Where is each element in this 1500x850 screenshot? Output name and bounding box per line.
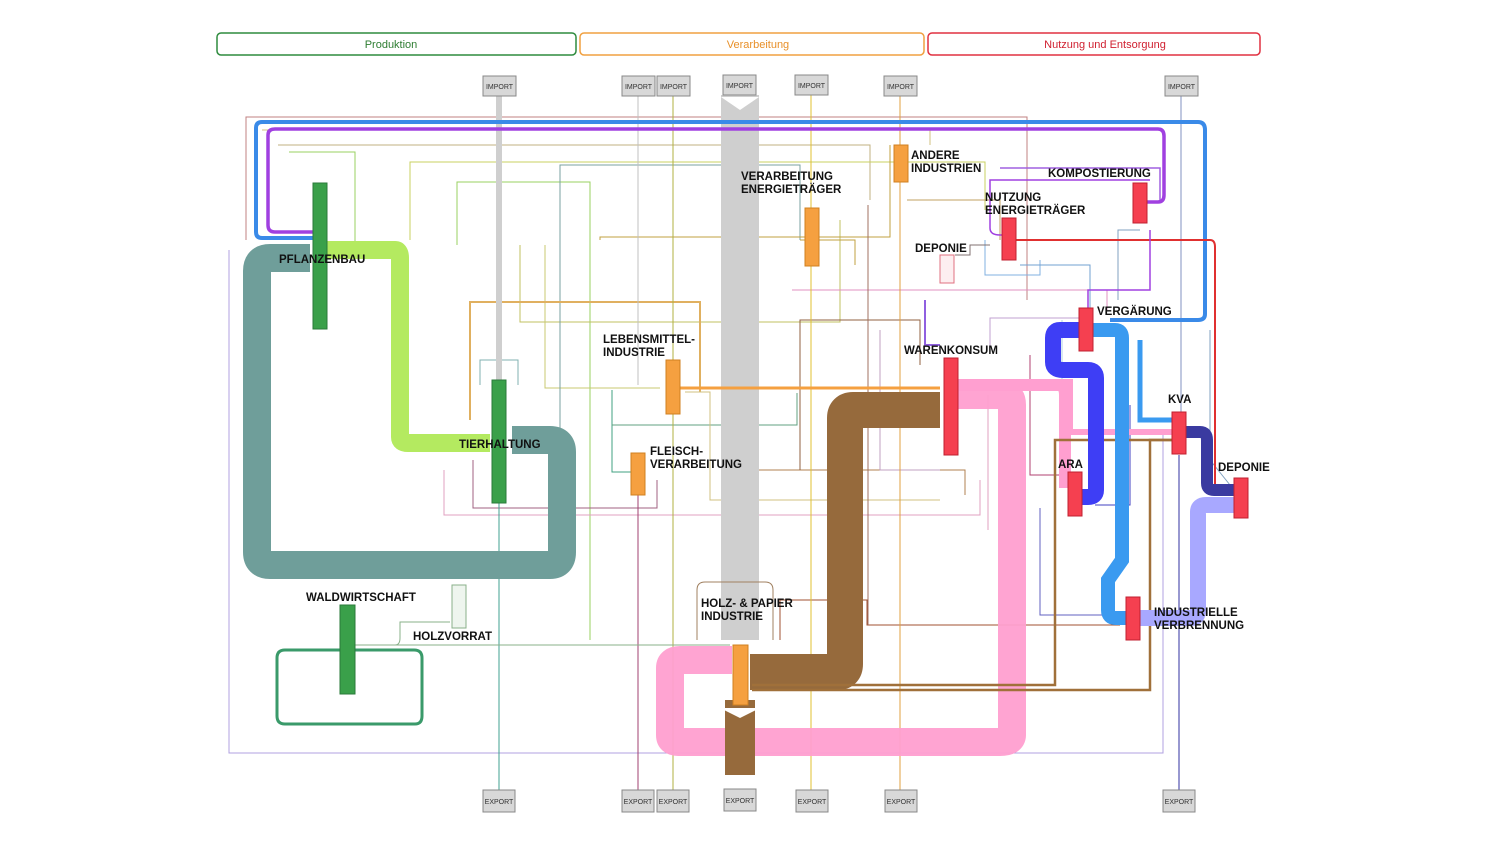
- section-header-usage: Nutzung und Entsorgung: [927, 32, 1261, 56]
- node-bar-warenkonsum[interactable]: [943, 357, 959, 456]
- export-label: EXPORT: [726, 798, 755, 805]
- flow-pink-loop: [656, 381, 1026, 756]
- node-label-ara: ARA: [1058, 459, 1083, 471]
- node-label-holz-papier-1: HOLZ- & PAPIER: [701, 598, 793, 610]
- export-box-5[interactable]: EXPORT: [795, 789, 829, 813]
- node-label-fleisch-2: VERARBEITUNG: [650, 459, 742, 471]
- flow-blue-vergaerung: [1045, 322, 1104, 505]
- export-label: EXPORT: [485, 799, 514, 806]
- flow-forest-loop: [275, 648, 424, 726]
- flow-purple-outer: [266, 127, 1166, 234]
- node-label-nutzung-et-1: NUTZUNG: [985, 192, 1041, 204]
- node-bar-deponie-top[interactable]: [939, 254, 955, 284]
- node-label-kompostierung: KOMPOSTIERUNG: [1048, 168, 1151, 180]
- node-bar-pflanzenbau[interactable]: [312, 182, 328, 330]
- flow-lightblue-kva: [1137, 340, 1175, 423]
- import-label: IMPORT: [660, 84, 688, 91]
- section-label-processing: Verarbeitung: [727, 39, 789, 51]
- node-label-holzvorrat: HOLZVORRAT: [413, 631, 492, 643]
- node-bar-fleisch[interactable]: [630, 452, 646, 496]
- flow-green-feed: [320, 241, 490, 452]
- node-bar-tierhaltung[interactable]: [491, 379, 507, 504]
- export-box-2[interactable]: EXPORT: [621, 789, 655, 813]
- import-label: IMPORT: [486, 84, 514, 91]
- export-arrow-notch: [720, 708, 760, 718]
- node-bar-ind-verbrennung[interactable]: [1125, 596, 1141, 641]
- node-label-andere-2: INDUSTRIEN: [911, 163, 981, 175]
- export-box-6[interactable]: EXPORT: [884, 789, 918, 813]
- flow-lightblue-ind: [1090, 323, 1129, 625]
- export-label: EXPORT: [659, 799, 688, 806]
- node-label-verarbeitung-et-1: VERARBEITUNG: [741, 171, 833, 183]
- import-box-5[interactable]: IMPORT: [794, 74, 829, 96]
- section-label-production: Produktion: [365, 39, 418, 51]
- node-label-ind-verbr-1: INDUSTRIELLE: [1154, 607, 1238, 619]
- export-label: EXPORT: [624, 799, 653, 806]
- import-label: IMPORT: [726, 83, 754, 90]
- section-label-usage: Nutzung und Entsorgung: [1044, 39, 1166, 51]
- import-arrow-notch: [721, 97, 759, 110]
- node-label-kva: KVA: [1168, 394, 1191, 406]
- import-box-7[interactable]: IMPORT: [1164, 75, 1199, 97]
- export-box-3[interactable]: EXPORT: [656, 789, 690, 813]
- flow-wood-box: [696, 581, 774, 640]
- node-bar-ara[interactable]: [1067, 471, 1083, 517]
- flow-purple-energy: [989, 179, 1150, 236]
- import-box-2[interactable]: IMPORT: [621, 75, 656, 97]
- export-label: EXPORT: [1165, 799, 1194, 806]
- node-label-lebensmittel-1: LEBENSMITTEL-: [603, 334, 695, 346]
- section-header-production: Produktion: [216, 32, 577, 56]
- import-label: IMPORT: [1168, 84, 1196, 91]
- node-label-deponie-top: DEPONIE: [915, 243, 967, 255]
- import-box-6[interactable]: IMPORT: [883, 75, 918, 97]
- import-box-1[interactable]: IMPORT: [482, 75, 517, 97]
- node-bar-deponie-right[interactable]: [1233, 477, 1249, 519]
- flow-blue-outer: [254, 120, 1207, 322]
- node-bar-kva[interactable]: [1171, 411, 1187, 455]
- export-box-4[interactable]: EXPORT: [723, 788, 757, 812]
- node-label-lebensmittel-2: INDUSTRIE: [603, 347, 665, 359]
- node-bar-verarbeitung-et[interactable]: [804, 207, 820, 267]
- node-bar-kompostierung[interactable]: [1132, 182, 1148, 224]
- flow-navy-deponie: [1182, 426, 1236, 496]
- node-bar-andere-industrien[interactable]: [893, 144, 909, 183]
- node-label-andere-1: ANDERE: [911, 150, 960, 162]
- node-bar-nutzung-et[interactable]: [1001, 217, 1017, 261]
- flow-pink-ara: [958, 379, 1073, 488]
- node-bar-vergaerung[interactable]: [1078, 307, 1094, 352]
- node-bar-waldwirtschaft[interactable]: [339, 604, 356, 695]
- node-label-holz-papier-2: INDUSTRIE: [701, 611, 763, 623]
- node-label-pflanzenbau: PFLANZENBAU: [279, 254, 365, 266]
- export-label: EXPORT: [798, 799, 827, 806]
- import-label: IMPORT: [798, 83, 826, 90]
- export-box-1[interactable]: EXPORT: [482, 789, 516, 813]
- import-label: IMPORT: [887, 84, 915, 91]
- flow-red-energy: [1010, 239, 1236, 491]
- node-label-tierhaltung: TIERHALTUNG: [459, 439, 541, 451]
- node-label-nutzung-et-2: ENERGIETRÄGER: [985, 204, 1086, 217]
- export-label: EXPORT: [887, 799, 916, 806]
- section-header-processing: Verarbeitung: [579, 32, 925, 56]
- node-label-fleisch-1: FLEISCH-: [650, 446, 703, 458]
- node-bar-holzvorrat[interactable]: [451, 584, 467, 629]
- import-box-4[interactable]: IMPORT: [722, 74, 757, 96]
- import-box-3[interactable]: IMPORT: [656, 75, 691, 97]
- node-label-verarbeitung-et-2: ENERGIETRÄGER: [741, 183, 842, 196]
- node-label-deponie-right: DEPONIE: [1218, 462, 1270, 474]
- flow-brown-kva2: [752, 438, 1180, 692]
- flow-lavender-deponie: [1140, 497, 1236, 626]
- import-label: IMPORT: [625, 84, 653, 91]
- node-bar-holz-papier[interactable]: [732, 644, 749, 706]
- flow-teal-loop: [243, 244, 576, 579]
- node-label-waldwirtschaft: WALDWIRTSCHAFT: [306, 592, 416, 604]
- node-bar-lebensmittel[interactable]: [665, 359, 681, 415]
- node-label-vergaerung: VERGÄRUNG: [1097, 305, 1172, 318]
- node-label-ind-verbr-2: VERBRENNUNG: [1154, 620, 1244, 632]
- export-box-7[interactable]: EXPORT: [1162, 789, 1196, 813]
- node-label-warenkonsum: WARENKONSUM: [904, 345, 998, 357]
- flow-brown-wood: [750, 392, 940, 690]
